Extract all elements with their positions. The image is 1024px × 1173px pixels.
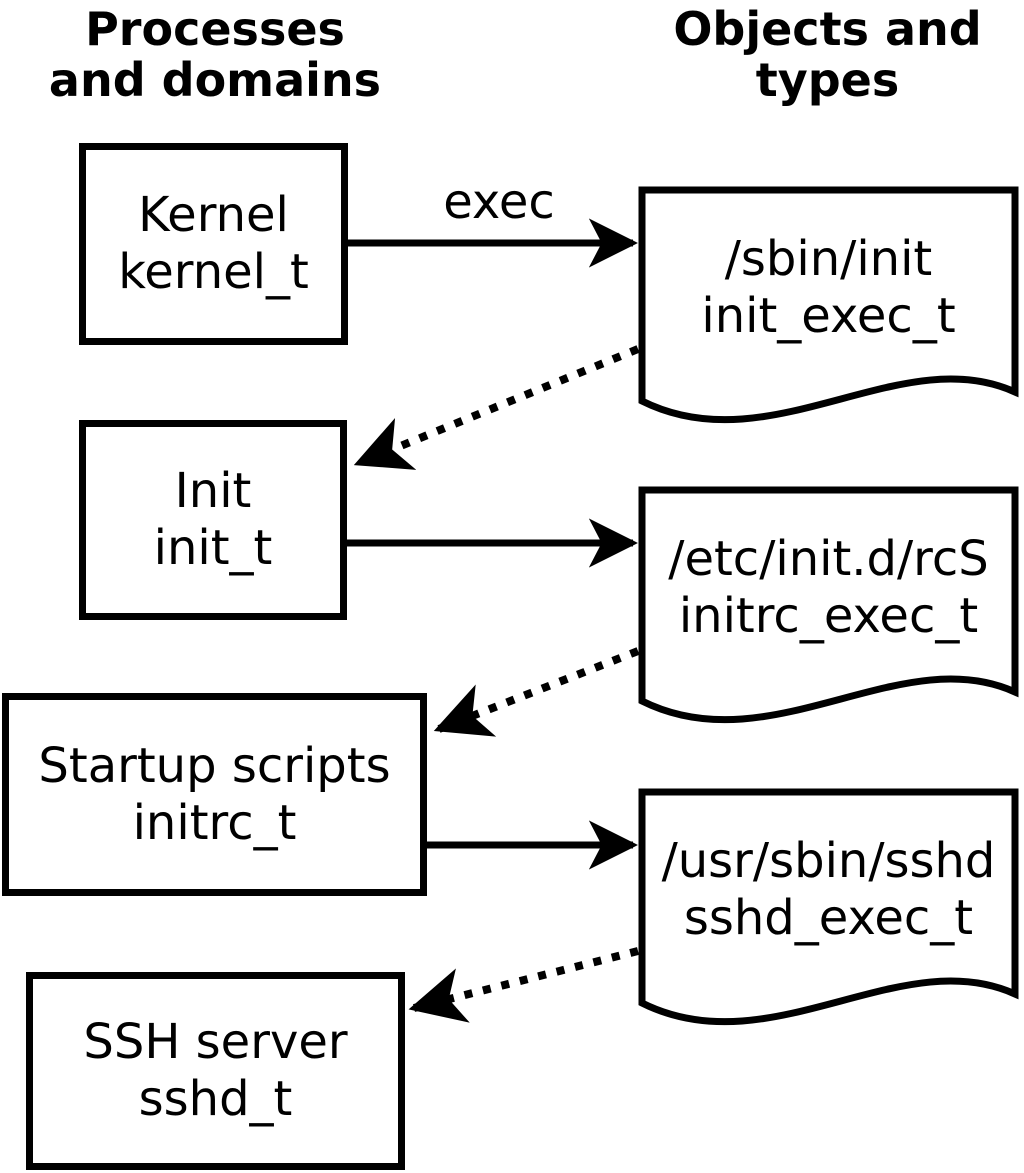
column-header-processes: Processes and domains bbox=[48, 2, 382, 107]
process-name: Kernel bbox=[138, 187, 289, 243]
process-box-init: Init init_t bbox=[79, 420, 347, 620]
process-name: SSH server bbox=[83, 1014, 348, 1070]
transition-arrow-sshd-exec-to-sshd bbox=[408, 947, 639, 1023]
document-shape-initrc-exec bbox=[638, 486, 1019, 724]
process-domain-type: initrc_t bbox=[132, 794, 297, 851]
process-box-kernel: Kernel kernel_t bbox=[79, 143, 348, 345]
document-shape-init-exec bbox=[638, 186, 1019, 424]
document-shape-sshd-exec bbox=[638, 788, 1019, 1026]
process-domain-type: sshd_t bbox=[138, 1071, 293, 1127]
transition-arrow-initrc-exec-to-initrc bbox=[433, 647, 640, 737]
column-header-objects: Objects and types bbox=[673, 2, 982, 107]
process-domain-type: init_t bbox=[153, 520, 273, 576]
transition-arrow-init-exec-to-init bbox=[353, 345, 640, 470]
process-name: Startup scripts bbox=[38, 737, 391, 794]
process-box-startup-scripts: Startup scripts initrc_t bbox=[2, 693, 427, 896]
process-domain-type: kernel_t bbox=[118, 244, 309, 300]
exec-arrow-label: exec bbox=[443, 174, 555, 230]
process-box-ssh-server: SSH server sshd_t bbox=[26, 972, 405, 1170]
process-name: Init bbox=[174, 463, 252, 519]
